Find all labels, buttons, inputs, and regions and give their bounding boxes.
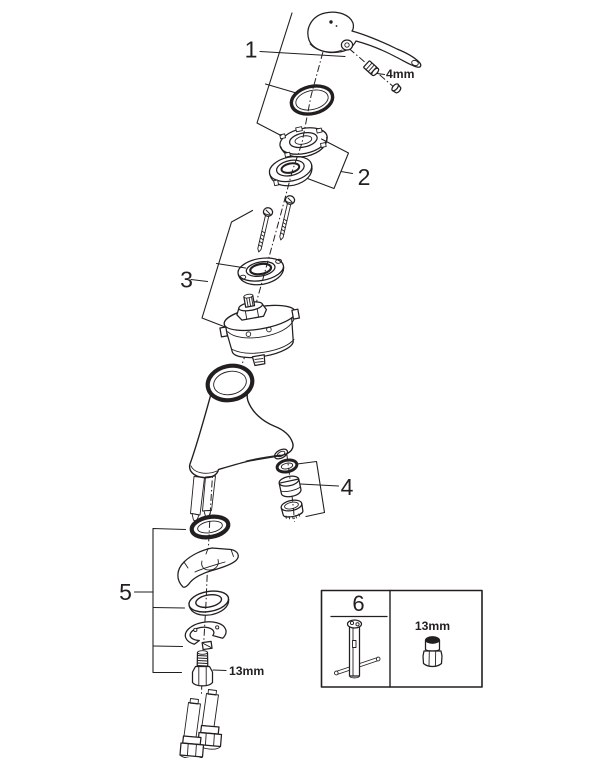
callout-label-6: 6 bbox=[352, 591, 364, 616]
escutcheon bbox=[268, 155, 313, 187]
cartridge-cap-ring bbox=[279, 126, 328, 158]
callout-labels: 1 2 3 4 5 6 4mm 13mm 13mm bbox=[119, 37, 450, 679]
callout-label-2: 2 bbox=[358, 164, 371, 190]
stabilizer-wedge bbox=[177, 547, 239, 588]
aerator-washer bbox=[275, 458, 299, 474]
annotation-13mm-box: 13mm bbox=[415, 619, 450, 633]
flex-hose-right bbox=[197, 689, 223, 750]
callout-bracket-3 bbox=[201, 209, 254, 329]
annotation-13mm: 13mm bbox=[229, 664, 264, 678]
spout-opening bbox=[273, 448, 289, 460]
callout-bracket-1 bbox=[256, 12, 293, 137]
mounting-nut bbox=[191, 650, 214, 687]
annotation-4mm: 4mm bbox=[386, 67, 415, 81]
leader-4mm bbox=[376, 72, 386, 76]
callout-bracket-4 bbox=[296, 460, 326, 518]
callout-bracket-2 bbox=[306, 138, 350, 190]
callout-label-3: 3 bbox=[180, 267, 193, 293]
fixing-screw-left bbox=[257, 207, 274, 253]
aerator-housing bbox=[280, 499, 304, 520]
mounting-clamp bbox=[184, 621, 227, 651]
callout-bracket-5 bbox=[152, 527, 187, 674]
center-lines bbox=[201, 25, 400, 695]
set-screw bbox=[363, 60, 380, 77]
mounting-washer bbox=[188, 590, 230, 616]
fixing-screw-right bbox=[279, 195, 296, 241]
tool-box bbox=[320, 589, 483, 688]
faucet-body bbox=[188, 363, 294, 522]
aerator-insert bbox=[278, 475, 302, 498]
cartridge bbox=[219, 293, 301, 367]
handle-logo-mark bbox=[329, 20, 333, 24]
screw-cap bbox=[391, 83, 402, 94]
lever-handle bbox=[307, 11, 422, 68]
callout-label-4: 4 bbox=[341, 474, 354, 500]
socket-13mm bbox=[422, 636, 443, 668]
flex-hose-left bbox=[179, 698, 205, 758]
socket-wrench-tool bbox=[334, 619, 381, 679]
cartridge-flange bbox=[237, 257, 285, 286]
trim-ring bbox=[289, 84, 335, 116]
base-o-ring bbox=[189, 514, 231, 540]
callout-label-1: 1 bbox=[245, 37, 258, 63]
callout-label-5: 5 bbox=[119, 579, 132, 605]
leader-13mm bbox=[212, 669, 227, 672]
callout-lines bbox=[133, 12, 386, 674]
faucet-top-ring bbox=[205, 363, 255, 403]
